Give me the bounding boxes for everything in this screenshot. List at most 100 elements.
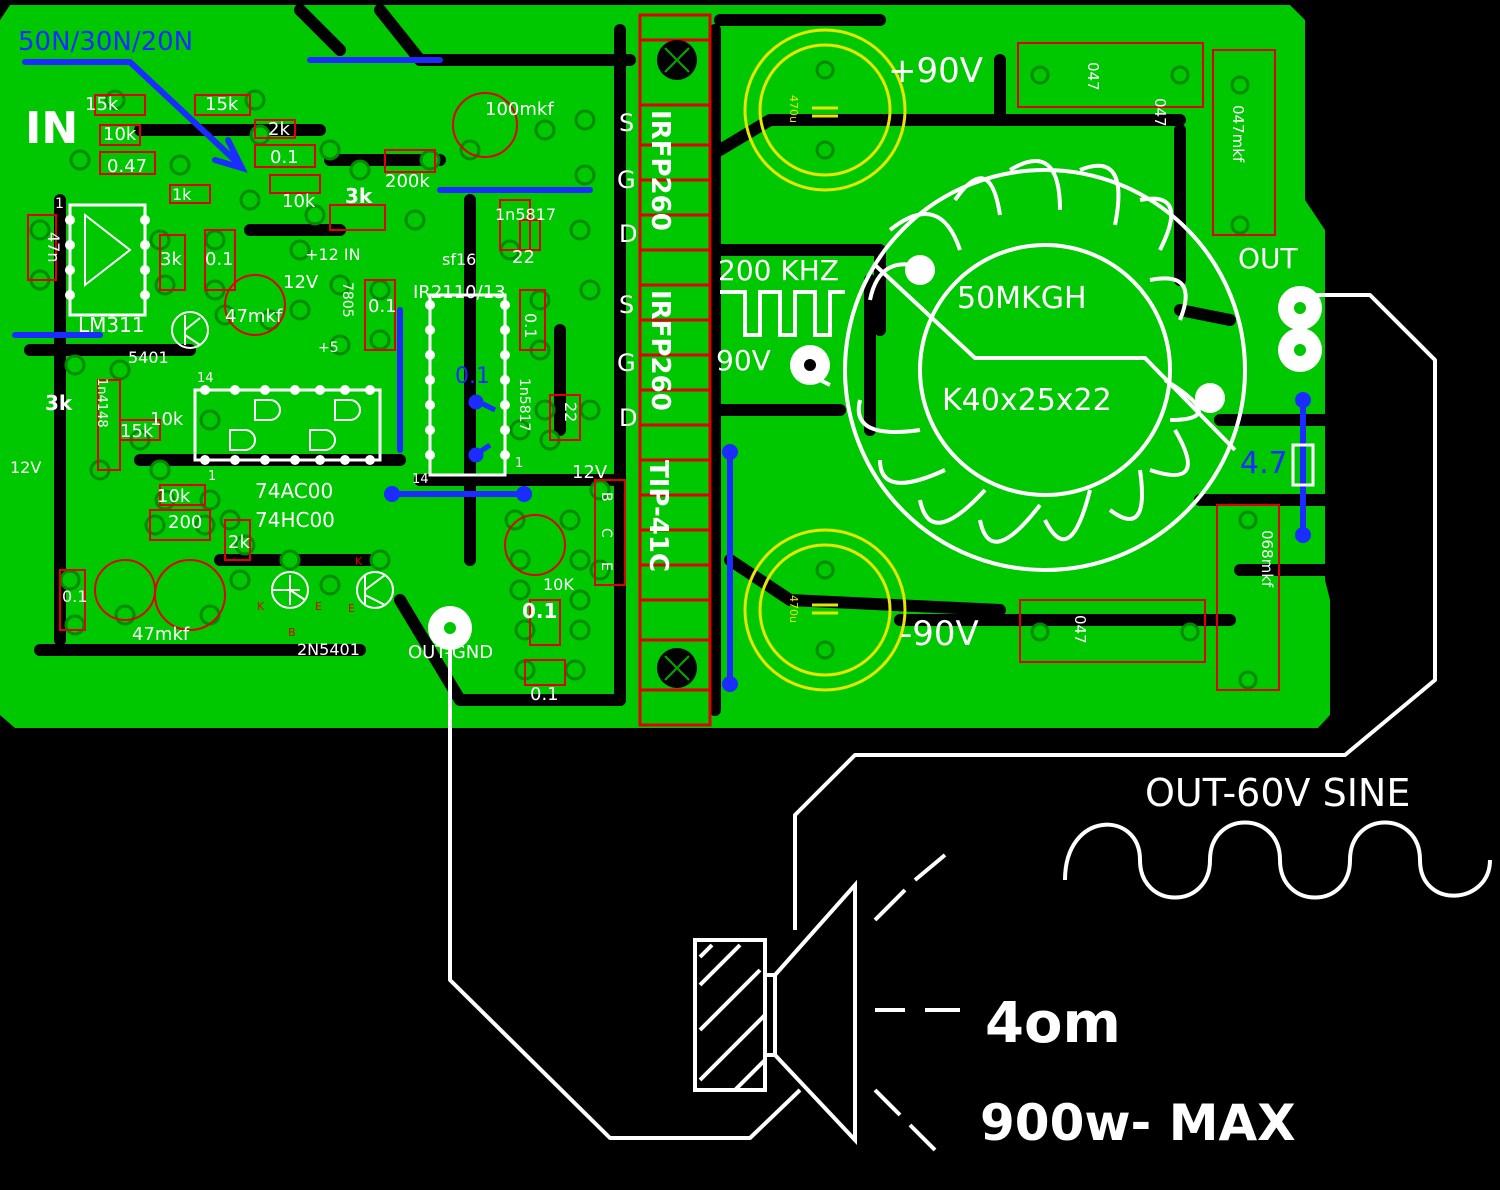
c-100mkf: 100mkf [485,99,554,120]
pin-s1: S [619,109,634,137]
q-2n5401: 2N5401 [297,640,360,659]
pin-1-74: 1 [208,469,216,484]
r-4-7-label: 4.7 [1240,446,1288,481]
pin-e: E [598,562,614,571]
toroid-transformer [843,159,1247,572]
pin-e3: E [348,602,355,615]
pin-k2: K [355,555,363,568]
ic-74hc00-label: 74HC00 [255,508,335,532]
out-label: OUT [1238,242,1299,275]
r-3k-b: 3k [160,249,182,270]
r-15k-a: 15k [85,94,119,115]
c-047mkf: 047mkf [1229,105,1247,163]
input-label: IN [25,103,78,154]
r-2k-a: 2k [268,119,290,140]
d-1n5817-b: 1n5817 [516,378,532,431]
c-068mkf: 068mkf [1258,530,1276,588]
silkscreen-text: 50N/30N/20N IN 15k 15k 10k 0.47 1k 2k 0.… [10,27,1410,1152]
pads [29,60,1258,690]
freq-label: 200 KHZ [718,254,839,287]
v90-label: 90V [716,344,771,377]
sf16: sf16 [442,250,476,269]
pin-s2: S [619,291,634,319]
ic-lm311-label: LM311 [78,313,145,337]
c-047-top: 047 [1084,62,1102,91]
r-15k-b: 15k [205,94,239,115]
r-3k-a: 3k [345,184,373,208]
speaker-icon [693,853,960,1152]
impedance-label: 4om [985,991,1121,1056]
pin-g2: G [617,349,636,377]
c-047-bot: 047 [1071,615,1089,644]
d-1n5817-a: 1n5817 [495,205,556,224]
sine-wave-symbol [1063,820,1492,900]
transistor-symbols [171,311,394,609]
c-01-f: 0.1 [522,599,557,623]
plus12-in: +12 IN [305,245,361,264]
power-label: 900w- MAX [980,1094,1296,1152]
ic-lm311 [65,203,150,317]
r-10k-c: 10k [150,409,184,430]
r-2k-b: 2k [228,532,250,553]
pin-b2: B [288,626,296,639]
c-01-a: 0.1 [270,147,299,168]
pin-k: K [257,600,265,613]
r-200: 200 [168,512,202,533]
pin-d2: D [619,404,637,432]
ic-74ac00-label: 74AC00 [255,479,333,503]
d-1n4148: 1n4148 [94,378,109,428]
pin-b: B [598,492,614,502]
pcb-board [0,5,1330,728]
r-10k-d: 10k [157,486,191,507]
plus5: +5 [318,340,339,356]
r-22-a: 22 [512,247,535,268]
c-01-c: 0.1 [368,296,397,317]
mosfet-note: 50N/30N/20N [18,27,193,57]
pin-14-b: 14 [412,472,429,487]
ic-ir2110 [425,293,510,477]
out-gnd-label: OUT-GND [408,642,493,663]
pin-e2: E [315,600,322,613]
resistor-4-7 [1291,443,1315,487]
minus90-label: -90V [900,614,979,654]
pin-g1: G [617,166,636,194]
c-470u-a: 470u [787,95,800,123]
ic-74ac00 [193,385,382,465]
ic-ir2110-label: IR2110/13 [413,282,506,303]
c-47n: 47n [44,232,63,263]
fet2-label: IRFP260 [645,290,675,411]
core-size: K40x25x22 [942,383,1112,418]
pin-1-ir: 1 [515,456,523,471]
terminal-pads [428,286,1322,650]
fet1-label: IRFP260 [645,110,675,231]
c-01-d: 0.1 [521,313,540,338]
r-10k-b: 10k [282,191,316,212]
c-47mkf-b: 47mkf [132,624,190,645]
electrolytic-caps [743,28,907,692]
c-47mkf-a: 47mkf [225,306,283,327]
c-470u-b: 470u [787,595,800,623]
v12-b: 12V [10,458,41,477]
r-22-b: 22 [561,402,580,422]
square-wave-symbol [720,290,845,337]
pin-1-lm311: 1 [55,196,64,212]
r-3k-c: 3k [45,391,73,415]
r-10k-e: 10K [543,575,574,594]
c-01-b: 0.1 [205,249,234,270]
core-name: 50MKGH [957,281,1087,316]
r-15k-c: 15k [120,421,154,442]
r-200k: 200k [385,171,430,192]
pin-c: C [598,528,614,538]
v12-a: 12V [283,272,319,293]
pin-d1: D [619,220,637,248]
plus90-label: +90V [888,51,983,91]
jumper-wires [12,57,1306,688]
c-047-a: 0.47 [107,156,147,177]
component-outlines [27,42,1280,691]
pin-14-a: 14 [197,371,214,386]
mounting-holes [657,40,697,688]
heatsink-strip [638,13,712,727]
v12-c: 12V [572,462,608,483]
reg-7805: 7805 [339,282,355,318]
